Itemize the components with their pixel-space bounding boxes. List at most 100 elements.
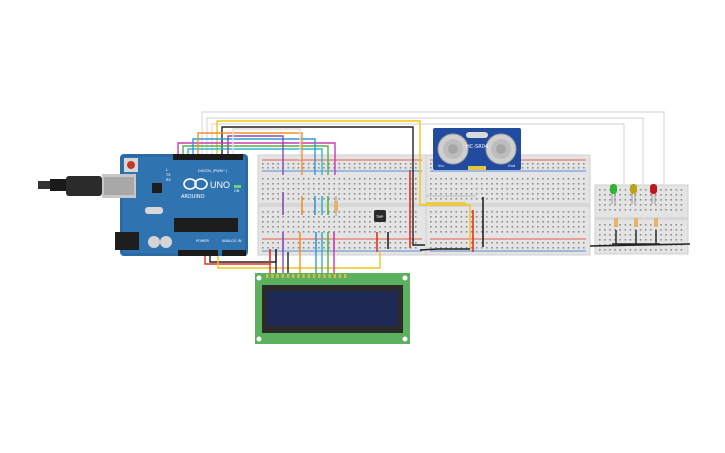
breadboard-hole[interactable]	[506, 221, 509, 223]
breadboard-hole[interactable]	[639, 194, 642, 196]
breadboard-hole[interactable]	[501, 226, 503, 228]
breadboard-hole[interactable]	[465, 247, 468, 249]
breadboard-hole[interactable]	[496, 226, 498, 228]
breadboard-hole[interactable]	[455, 226, 458, 228]
breadboard-hole[interactable]	[572, 178, 575, 180]
breadboard-hole[interactable]	[609, 204, 611, 206]
lcd-pin[interactable]	[286, 274, 290, 278]
breadboard-hole[interactable]	[532, 178, 534, 180]
breadboard-hole[interactable]	[629, 199, 632, 201]
breadboard-hole[interactable]	[430, 226, 432, 228]
breadboard-hole[interactable]	[460, 178, 463, 180]
breadboard-hole[interactable]	[491, 188, 493, 190]
breadboard-hole[interactable]	[604, 229, 606, 231]
breadboard-hole[interactable]	[445, 178, 447, 180]
breadboard-hole[interactable]	[343, 216, 346, 218]
breadboard-hole[interactable]	[532, 231, 534, 233]
breadboard-hole[interactable]	[389, 188, 392, 190]
breadboard-hole[interactable]	[644, 204, 647, 206]
breadboard-hole[interactable]	[435, 183, 437, 185]
breadboard-hole[interactable]	[272, 163, 274, 165]
breadboard-hole[interactable]	[567, 247, 570, 249]
breadboard-hole[interactable]	[384, 231, 386, 233]
breadboard-hole[interactable]	[537, 167, 539, 169]
breadboard-hole[interactable]	[430, 242, 432, 244]
breadboard-hole[interactable]	[537, 188, 539, 190]
breadboard-hole[interactable]	[415, 163, 417, 165]
breadboard-hole[interactable]	[460, 231, 463, 233]
breadboard-hole[interactable]	[313, 221, 315, 223]
breadboard-hole[interactable]	[562, 193, 565, 195]
breadboard-hole[interactable]	[267, 193, 269, 195]
breadboard-hole[interactable]	[547, 221, 549, 223]
breadboard-hole[interactable]	[526, 163, 529, 165]
breadboard-hole[interactable]	[506, 188, 509, 190]
breadboard-hole[interactable]	[287, 167, 290, 169]
breadboard-hole[interactable]	[307, 193, 310, 195]
breadboard-hole[interactable]	[384, 167, 386, 169]
breadboard-hole[interactable]	[379, 163, 381, 165]
breadboard-hole[interactable]	[267, 163, 269, 165]
breadboard-hole[interactable]	[501, 198, 503, 200]
breadboard-hole[interactable]	[302, 188, 305, 190]
breadboard-hole[interactable]	[374, 247, 376, 249]
breadboard-hole[interactable]	[532, 247, 534, 249]
breadboard-hole[interactable]	[435, 211, 437, 213]
breadboard-hole[interactable]	[491, 178, 493, 180]
breadboard-hole[interactable]	[604, 249, 606, 251]
breadboard-hole[interactable]	[358, 163, 361, 165]
breadboard-hole[interactable]	[599, 239, 601, 241]
breadboard-hole[interactable]	[562, 183, 565, 185]
breadboard-hole[interactable]	[364, 211, 366, 213]
breadboard-hole[interactable]	[277, 242, 279, 244]
breadboard-hole[interactable]	[297, 167, 300, 169]
breadboard-hole[interactable]	[384, 221, 386, 223]
breadboard-hole[interactable]	[629, 194, 632, 196]
breadboard-hole[interactable]	[542, 221, 544, 223]
breadboard-hole[interactable]	[277, 247, 279, 249]
breadboard-hole[interactable]	[526, 247, 529, 249]
breadboard-hole[interactable]	[445, 226, 447, 228]
breadboard-hole[interactable]	[557, 226, 560, 228]
breadboard-hole[interactable]	[650, 204, 652, 206]
breadboard-hole[interactable]	[470, 242, 473, 244]
breadboard-hole[interactable]	[369, 247, 371, 249]
breadboard-hole[interactable]	[379, 167, 381, 169]
breadboard-hole[interactable]	[333, 211, 335, 213]
breadboard-hole[interactable]	[542, 163, 544, 165]
breadboard-hole[interactable]	[369, 178, 371, 180]
breadboard-hole[interactable]	[389, 242, 392, 244]
breadboard-hole[interactable]	[542, 216, 544, 218]
breadboard-hole[interactable]	[384, 178, 386, 180]
breadboard-hole[interactable]	[460, 216, 463, 218]
breadboard-hole[interactable]	[470, 198, 473, 200]
breadboard-hole[interactable]	[394, 226, 397, 228]
breadboard-hole[interactable]	[624, 194, 627, 196]
breadboard-hole[interactable]	[604, 234, 606, 236]
breadboard-hole[interactable]	[609, 239, 611, 241]
breadboard-hole[interactable]	[639, 199, 642, 201]
breadboard-hole[interactable]	[655, 249, 657, 251]
breadboard-hole[interactable]	[313, 188, 315, 190]
breadboard-hole[interactable]	[583, 247, 585, 249]
breadboard-hole[interactable]	[369, 193, 371, 195]
breadboard-hole[interactable]	[374, 242, 376, 244]
breadboard-hole[interactable]	[521, 216, 524, 218]
breadboard-hole[interactable]	[460, 226, 463, 228]
breadboard-hole[interactable]	[404, 198, 407, 200]
breadboard-hole[interactable]	[537, 221, 539, 223]
breadboard-hole[interactable]	[394, 193, 397, 195]
lcd-pin[interactable]	[302, 274, 305, 278]
breadboard-hole[interactable]	[577, 247, 580, 249]
breadboard-hole[interactable]	[609, 234, 611, 236]
breadboard-hole[interactable]	[379, 198, 381, 200]
breadboard-hole[interactable]	[624, 224, 627, 226]
breadboard-hole[interactable]	[680, 199, 683, 201]
breadboard-hole[interactable]	[267, 247, 269, 249]
breadboard-hole[interactable]	[338, 211, 341, 213]
breadboard-hole[interactable]	[599, 234, 601, 236]
breadboard-hole[interactable]	[384, 193, 386, 195]
breadboard-hole[interactable]	[650, 209, 652, 211]
breadboard-hole[interactable]	[353, 188, 356, 190]
breadboard-hole[interactable]	[470, 188, 473, 190]
